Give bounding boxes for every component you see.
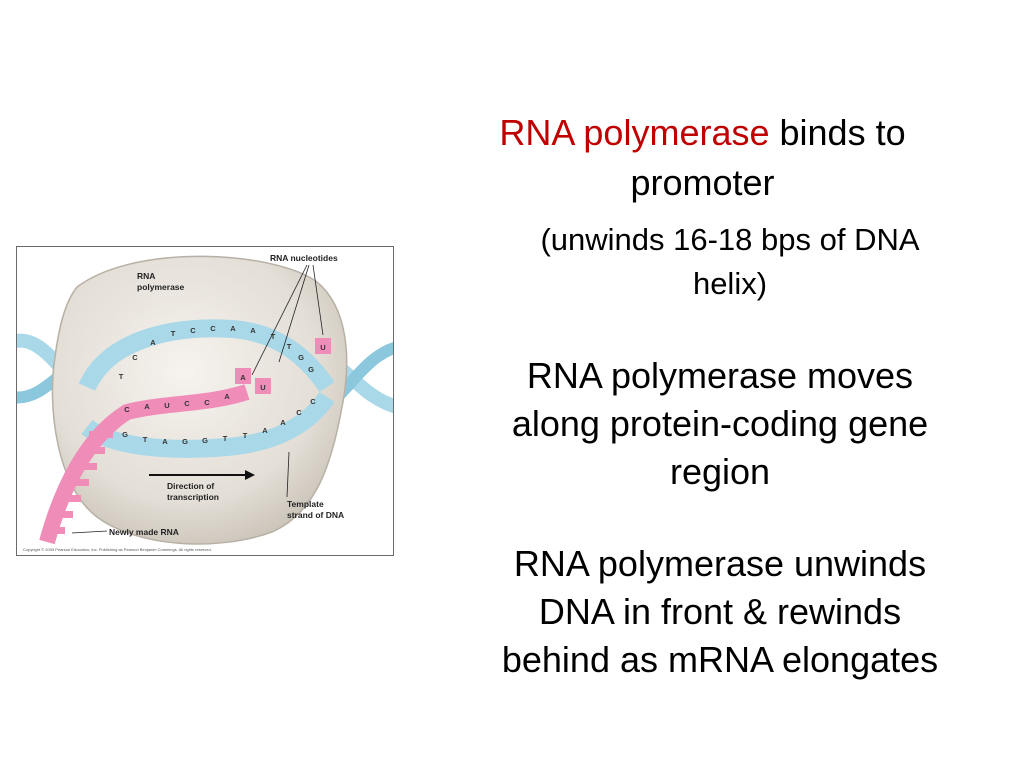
coding-base: A [250, 326, 256, 335]
copyright-notice: Copyright © 2005 Pearson Education, Inc.… [23, 547, 212, 552]
coding-base: T [171, 329, 176, 338]
coding-base: C [210, 324, 216, 333]
bullet-3-line-1: RNA polymerase moves [526, 355, 914, 396]
coding-base: C [190, 326, 196, 335]
sub-bullet-line-2: helix) [692, 266, 768, 301]
free-nucleotide-base: A [240, 373, 246, 382]
bullet-4-line-1: RNA polymerase unwinds [513, 543, 927, 584]
coding-base: G [298, 353, 304, 362]
bullet-1-line-1-rest: binds to [769, 112, 906, 153]
template-base: A [262, 426, 268, 435]
bullet-binds-promoter: RNA polymerase binds to promoter [430, 108, 975, 208]
coding-base: T [271, 332, 276, 341]
template-base: T [243, 431, 248, 440]
template-base: G [202, 436, 208, 445]
leader-lines [71, 264, 324, 534]
sub-bullet-unwinds: (unwinds 16-18 bps of DNA helix) [470, 218, 990, 306]
label-rna-nucleotides: RNA nucleotides [270, 253, 338, 263]
template-base: A [162, 437, 168, 446]
rna-base: A [144, 402, 150, 411]
coding-base: G [308, 365, 314, 374]
rna-bases: C A U C C A [124, 392, 230, 414]
free-nucleotides: A U U [235, 338, 331, 394]
label-template-1: Template [287, 499, 324, 509]
rna-polymerase-highlight: RNA polymerase [499, 112, 770, 153]
template-base: A [280, 418, 286, 427]
coding-base: T [119, 372, 124, 381]
free-nucleotide-tile [255, 378, 271, 394]
coding-strand [78, 319, 335, 393]
rna-base: C [184, 399, 190, 408]
label-direction-1: Direction of [167, 481, 214, 491]
template-base: G [182, 437, 188, 446]
template-base: T [223, 434, 228, 443]
free-nucleotide-base: U [320, 343, 325, 352]
template-base: C [296, 408, 302, 417]
free-nucleotide-tile [315, 338, 331, 354]
bullet-3-line-3: region [669, 451, 771, 492]
template-base: T [143, 435, 148, 444]
bullet-3-line-2: along protein-coding gene [511, 403, 929, 444]
label-rna-polymerase-2: polymerase [137, 282, 185, 292]
rna-base: A [224, 392, 230, 401]
template-base: G [122, 430, 128, 439]
rna-base: U [164, 401, 169, 410]
label-rna-polymerase-1: RNA [137, 271, 155, 281]
bullet-1-line-2: promoter [630, 162, 775, 203]
rna-base: C [124, 405, 130, 414]
bullet-moves-along: RNA polymerase moves along protein-codin… [440, 352, 1000, 496]
label-newly-made-rna: Newly made RNA [109, 527, 179, 537]
coding-base: T [287, 342, 292, 351]
rna-base: C [204, 398, 210, 407]
sub-bullet-line-1: (unwinds 16-18 bps of DNA [540, 222, 920, 257]
coding-base: C [132, 353, 138, 362]
bullet-unwinds-rewinds: RNA polymerase unwinds DNA in front & re… [420, 540, 1020, 684]
direction-arrow [149, 470, 255, 480]
coding-base: A [150, 338, 156, 347]
template-base: C [310, 397, 316, 406]
free-nucleotide-tile [235, 368, 251, 384]
template-strand [81, 391, 335, 458]
label-template-2: strand of DNA [287, 510, 344, 520]
bullet-4-line-3: behind as mRNA elongates [501, 639, 939, 680]
free-nucleotide-base: U [260, 383, 265, 392]
coding-base: A [230, 324, 236, 333]
bullet-4-line-2: DNA in front & rewinds [538, 591, 902, 632]
rna-strand-tails [43, 431, 113, 534]
label-direction-2: transcription [167, 492, 219, 502]
